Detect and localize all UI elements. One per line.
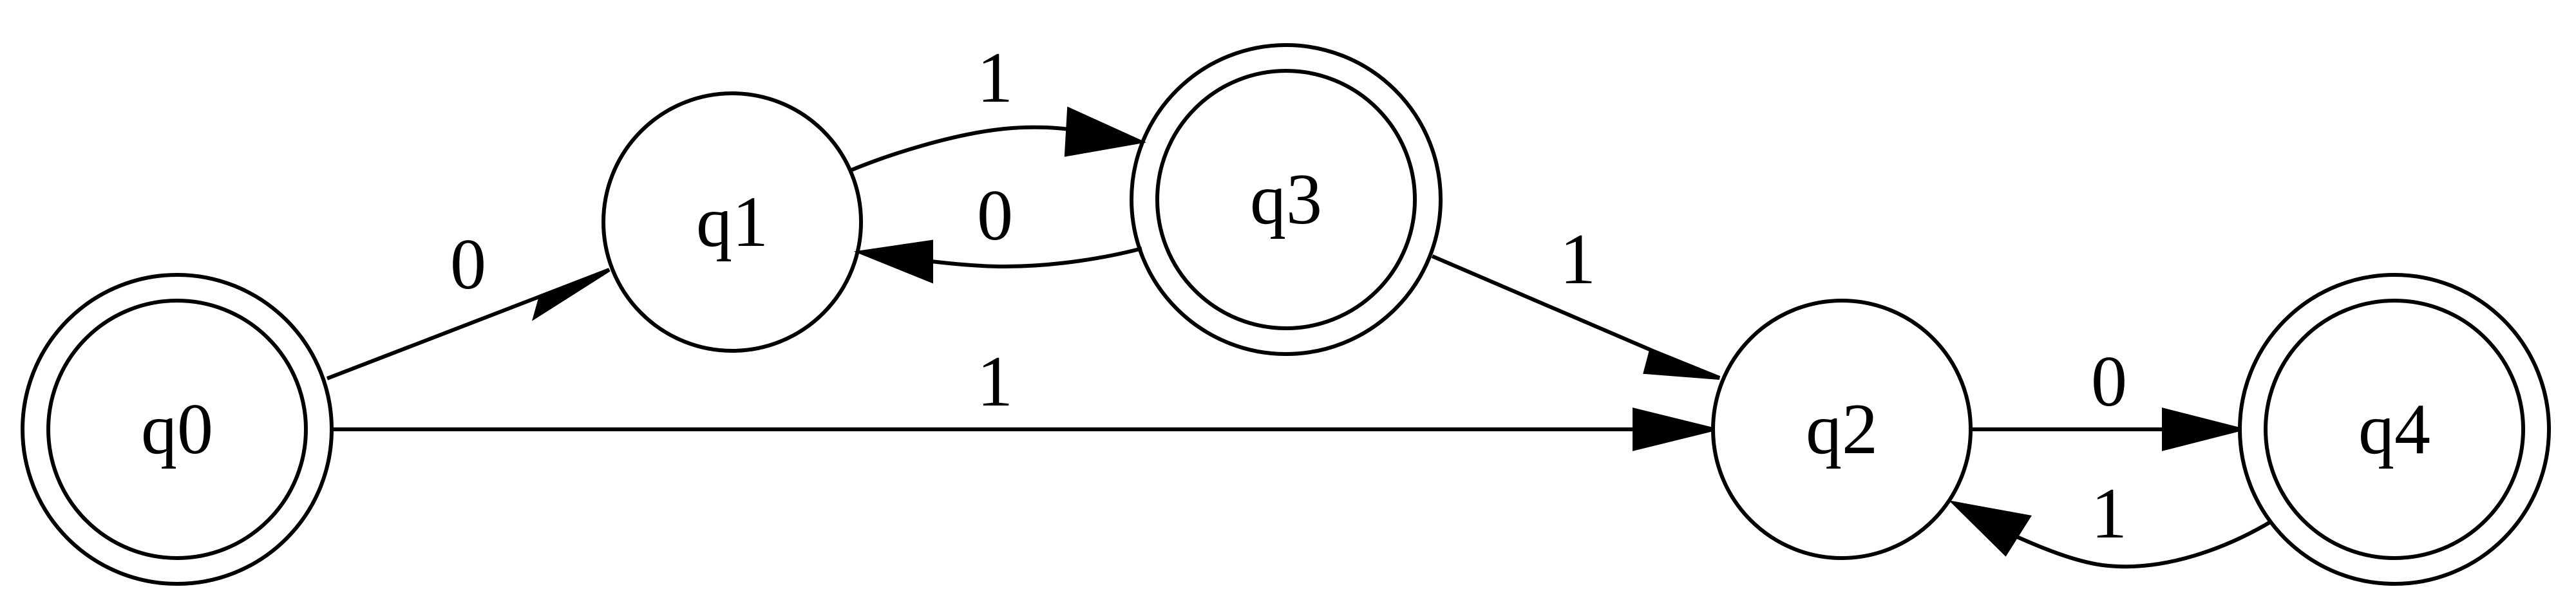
state-q1-ring — [601, 91, 863, 353]
state-q2-ring — [1711, 299, 1973, 560]
transition-q0-q2-arrowhead — [1633, 407, 1714, 451]
transition-q0-q1-line — [326, 294, 542, 380]
state-q4-outer-ring — [2238, 273, 2551, 586]
state-q0[interactable]: q0 — [21, 273, 334, 586]
state-q3[interactable]: q3 — [1130, 43, 1443, 356]
transition-q3-q1-arrowhead — [853, 239, 933, 284]
transition-q3-q2-arrowhead — [1643, 347, 1721, 380]
transition-q0-q2-label: 1 — [977, 342, 1013, 422]
transition-q4-q2-arrowhead — [1948, 500, 2032, 557]
transition-q0-q1-arrowhead — [531, 268, 611, 321]
transition-q4-q2: 1 — [1948, 474, 2273, 569]
state-q1-label: q1 — [696, 182, 768, 262]
state-q0-outer-ring — [21, 273, 334, 586]
transition-q1-q3-label: 1 — [977, 38, 1013, 118]
transition-q3-q1: 0 — [853, 176, 1142, 284]
transition-q1-q3-line — [849, 125, 1070, 173]
transition-q4-q2-line — [2016, 519, 2273, 569]
state-q1[interactable]: q1 — [601, 91, 863, 353]
transition-q1-q3: 1 — [849, 38, 1147, 173]
state-q3-label: q3 — [1250, 160, 1322, 239]
state-q4-label: q4 — [2358, 389, 2430, 469]
state-q3-outer-ring — [1130, 43, 1443, 356]
state-q3-inner-ring — [1155, 69, 1417, 330]
state-q0-label: q0 — [141, 389, 213, 469]
transition-q1-q3-arrowhead — [1064, 106, 1147, 157]
state-q2-label: q2 — [1806, 389, 1878, 469]
transition-q3-q1-line — [931, 247, 1142, 269]
state-q0-inner-ring — [46, 299, 308, 560]
transition-q3-q2: 1 — [1431, 219, 1721, 380]
transition-q2-q4: 0 — [1972, 342, 2240, 451]
transition-q0-q2: 1 — [334, 342, 1714, 451]
state-q2[interactable]: q2 — [1711, 299, 1973, 560]
transition-q0-q1-label: 0 — [450, 225, 486, 304]
transition-q4-q2-label: 1 — [2091, 474, 2127, 554]
transition-q3-q1-label: 0 — [977, 176, 1013, 256]
state-q4-inner-ring — [2264, 299, 2525, 560]
transition-q2-q4-arrowhead — [2162, 407, 2240, 451]
transition-q0-q1: 0 — [326, 225, 611, 380]
transition-q3-q2-line — [1431, 254, 1653, 352]
transition-q3-q2-label: 1 — [1560, 219, 1596, 299]
state-q4[interactable]: q4 — [2238, 273, 2551, 586]
transition-q2-q4-label: 0 — [2091, 342, 2127, 422]
